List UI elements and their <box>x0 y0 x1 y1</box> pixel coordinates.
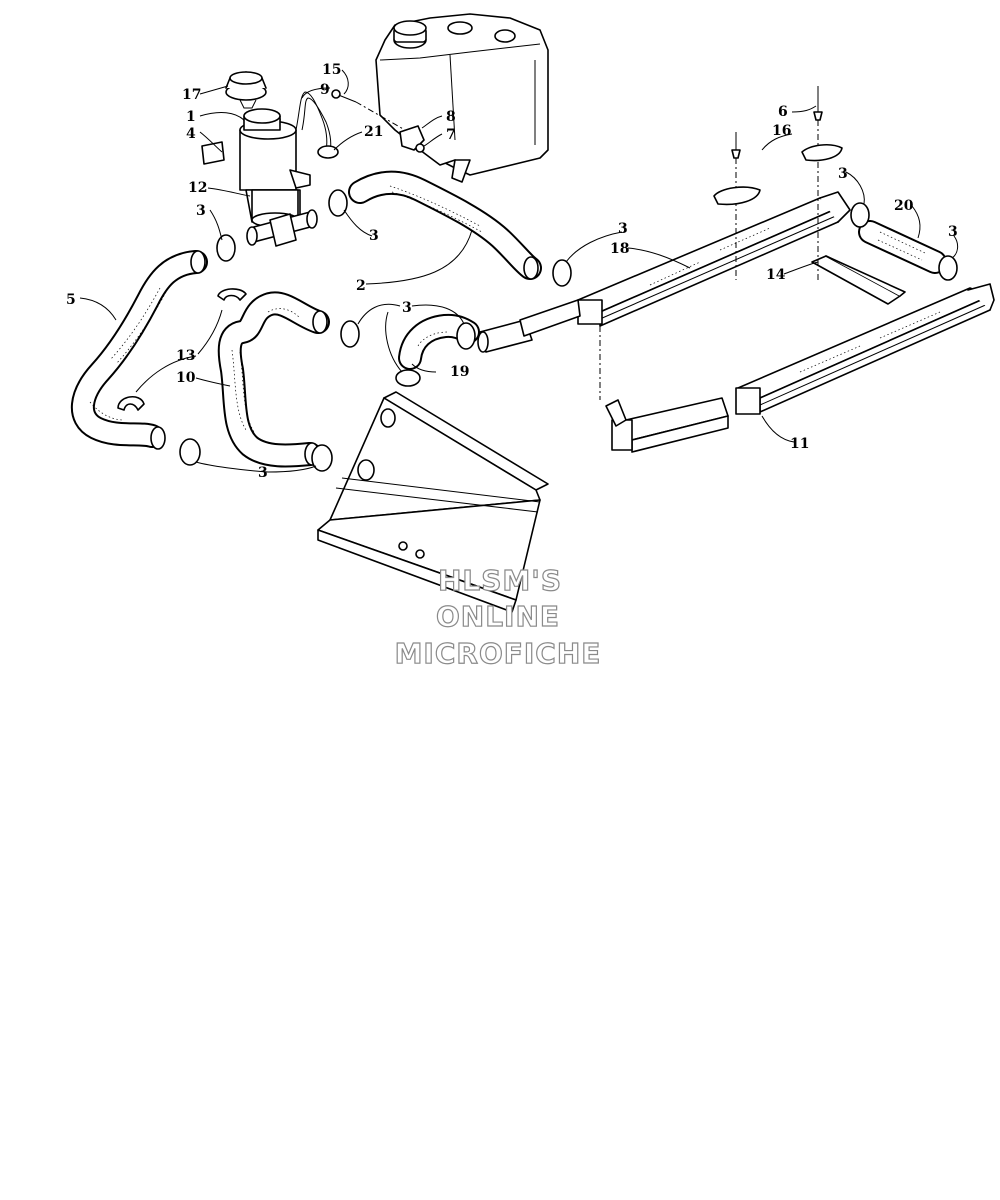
callout-5: 5 <box>66 292 76 308</box>
rivet-6 <box>813 86 823 121</box>
callout-1: 1 <box>186 109 196 125</box>
insulation-pads <box>713 143 843 206</box>
tee-fitting <box>246 209 318 247</box>
callout-20: 20 <box>894 198 914 214</box>
callout-3d: 3 <box>402 300 412 316</box>
callout-10: 10 <box>176 370 196 386</box>
callout-13: 13 <box>176 348 195 364</box>
callout-3e: 3 <box>258 465 268 481</box>
bolt-centerline <box>355 101 406 131</box>
hose-20 <box>858 220 947 274</box>
watermark-line-3: MICROFICHE <box>395 637 602 670</box>
bolt <box>331 89 357 103</box>
callout-2: 2 <box>356 278 366 294</box>
spring-clamp <box>217 288 247 301</box>
callout-7: 7 <box>446 127 456 143</box>
coolant-bottle <box>239 108 311 228</box>
overflow-hose <box>295 91 332 153</box>
heat-exchanger-14 <box>811 255 906 305</box>
callout-21: 21 <box>364 124 383 140</box>
callout-3b: 3 <box>369 228 379 244</box>
reservoir-tank <box>375 13 549 183</box>
leader-lines <box>79 69 959 473</box>
callout-3g: 3 <box>948 224 958 240</box>
radiator-cap <box>225 71 267 109</box>
callout-19: 19 <box>450 364 469 380</box>
watermark-line-2: ONLINE <box>436 600 560 633</box>
hose-5 <box>70 250 208 450</box>
heat-exchanger-18 <box>519 191 851 337</box>
callout-17: 17 <box>182 87 201 103</box>
callout-14: 14 <box>766 267 786 283</box>
watermark-line-1: HLSM'S <box>438 564 562 597</box>
decal <box>201 141 225 165</box>
spring-clamp-lower <box>117 396 145 411</box>
callout-18: 18 <box>610 241 629 257</box>
callout-9: 9 <box>320 82 330 98</box>
callout-3c: 3 <box>618 221 628 237</box>
callout-8: 8 <box>446 109 456 125</box>
hose-clamps <box>117 189 958 472</box>
callout-15: 15 <box>322 62 341 78</box>
hose-2 <box>348 170 542 280</box>
callout-labels: 17 1 4 12 3 3 15 9 21 8 7 3 18 2 5 3 13 … <box>66 62 958 481</box>
outlet-pipe <box>477 319 533 353</box>
callout-12: 12 <box>188 180 207 196</box>
callout-11: 11 <box>790 436 809 452</box>
rail-connector <box>605 397 729 453</box>
callout-4: 4 <box>186 126 196 142</box>
radiator-panel <box>317 391 549 613</box>
hose-clamp-21 <box>317 145 339 159</box>
callout-16: 16 <box>772 123 791 139</box>
watermark: HLSM'S ONLINE MICROFICHE <box>394 563 602 670</box>
callout-3f: 3 <box>838 166 848 182</box>
tank-bracket <box>399 125 425 153</box>
callout-3a: 3 <box>196 203 206 219</box>
callout-6: 6 <box>778 104 788 120</box>
heat-exchanger-11 <box>735 283 995 415</box>
hose-10 <box>217 291 330 468</box>
rivet-16 <box>731 132 741 159</box>
